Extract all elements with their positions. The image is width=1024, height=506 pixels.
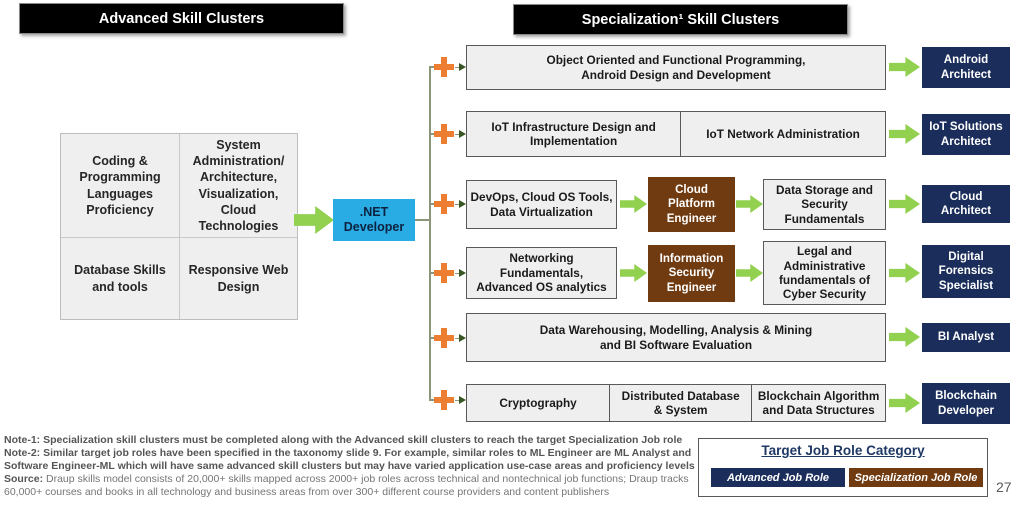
source-line-1: Source: Draup skills model consists of 2… [4,473,695,486]
target-job-role-legend: Target Job Role Category Advanced Job Ro… [698,438,988,497]
header-specialization-skill-clusters: Specialization¹ Skill Clusters [513,4,848,35]
role-box-blockchain-developer: Blockchain Developer [922,383,1010,424]
skill-cell-distributed-db: Distributed Database & System [609,385,751,421]
block-arrow-right-icon [736,195,763,213]
skill-cell-blockchain-algorithm: Blockchain Algorithm and Data Structures [751,385,885,421]
net-developer-node: .NET Developer [333,199,415,241]
page-number: 27 [996,479,1012,495]
legend-chip-advanced-job-role: Advanced Job Role [711,468,845,487]
skill-box-blockchain: Cryptography Distributed Database & Syst… [466,384,886,422]
header-advanced-skill-clusters: Advanced Skill Clusters [19,3,344,34]
connector-stub [429,399,434,401]
arrowhead-icon [459,269,466,277]
role-box-cloud-architect: Cloud Architect [922,185,1010,223]
skill-box-iot: IoT Infrastructure Design and Implementa… [466,111,886,157]
role-box-android-architect: Android Architect [922,47,1010,88]
arrowhead-icon [459,130,466,138]
legend-title: Target Job Role Category [761,443,925,458]
source-text: Draup skills model consists of 20,000+ s… [43,473,689,486]
entry-line [455,272,460,274]
plus-icon [434,124,454,144]
skill-box-networking: Networking Fundamentals, Advanced OS ana… [466,247,617,299]
skill-cell-iot-infrastructure: IoT Infrastructure Design and Implementa… [491,119,656,148]
role-box-cloud-platform-engineer: Cloud Platform Engineer [648,177,735,232]
connector-stub [429,272,434,274]
plus-icon [434,390,454,410]
legend-chip-specialization-job-role: Specialization Job Role [849,468,983,487]
role-box-information-security-engineer: Information Security Engineer [648,245,735,302]
advanced-skills-grid: Coding & Programming Languages Proficien… [60,133,298,320]
role-box-bi-analyst: BI Analyst [922,323,1010,352]
role-box-digital-forensics-specialist: Digital Forensics Specialist [922,245,1010,298]
block-arrow-right-icon [889,263,920,283]
grid-cell-database: Database Skills and tools [61,238,180,319]
skill-cell-cryptography: Cryptography [499,395,577,410]
plus-icon [434,194,454,214]
skill-box-data-warehousing: Data Warehousing, Modelling, Analysis & … [466,313,886,362]
entry-line [455,203,460,205]
plus-icon [434,263,454,283]
footnotes: Note-1: Specialization skill clusters mu… [4,434,695,499]
connector-stub [429,203,434,205]
arrowhead-icon [459,200,466,208]
source-line-2: 60,000+ courses and books in all technol… [4,486,610,499]
arrowhead-icon [459,334,466,342]
block-arrow-right-icon [889,194,920,214]
skill-box-devops: DevOps, Cloud OS Tools, Data Virtualizat… [466,180,617,229]
plus-icon [434,57,454,77]
entry-line [455,66,460,68]
connector-stub [429,337,434,339]
note-1: Note-1: Specialization skill clusters mu… [4,434,683,446]
connector-stub [429,133,434,135]
grid-cell-responsive-web: Responsive Web Design [188,263,289,294]
source-label: Source: [4,473,44,486]
connector-root-stub [415,219,429,221]
entry-line [455,399,460,401]
block-arrow-right-icon [620,264,647,282]
entry-line [455,133,460,135]
grid-cell-sysadmin: System Administration/ Architecture, Vis… [180,134,297,238]
skill-box-data-storage: Data Storage and Security Fundamentals [763,179,886,230]
block-arrow-right-icon [889,327,920,347]
block-arrow-right-icon [294,206,334,234]
block-arrow-right-icon [620,195,647,213]
block-arrow-right-icon [889,57,920,77]
block-arrow-right-icon [889,393,920,413]
note-2-line-2: Software Engineer-ML which will have sam… [4,460,695,473]
block-arrow-right-icon [889,124,920,144]
block-arrow-right-icon [736,264,763,282]
connector-stub [429,66,434,68]
note-2-line-1: Note-2: Similar target job roles have be… [4,447,692,460]
role-box-iot-solutions-architect: IoT Solutions Architect [922,114,1010,155]
skill-box-legal-cyber: Legal and Administrative fundamentals of… [763,241,886,305]
arrowhead-icon [459,63,466,71]
grid-cell-coding: Coding & Programming Languages Proficien… [61,134,180,238]
skill-cell-iot-network: IoT Network Administration [680,112,885,156]
plus-icon [434,328,454,348]
skill-box-android: Object Oriented and Functional Programmi… [466,45,886,90]
entry-line [455,337,460,339]
connector-vertical-line [429,66,431,400]
arrowhead-icon [459,396,466,404]
